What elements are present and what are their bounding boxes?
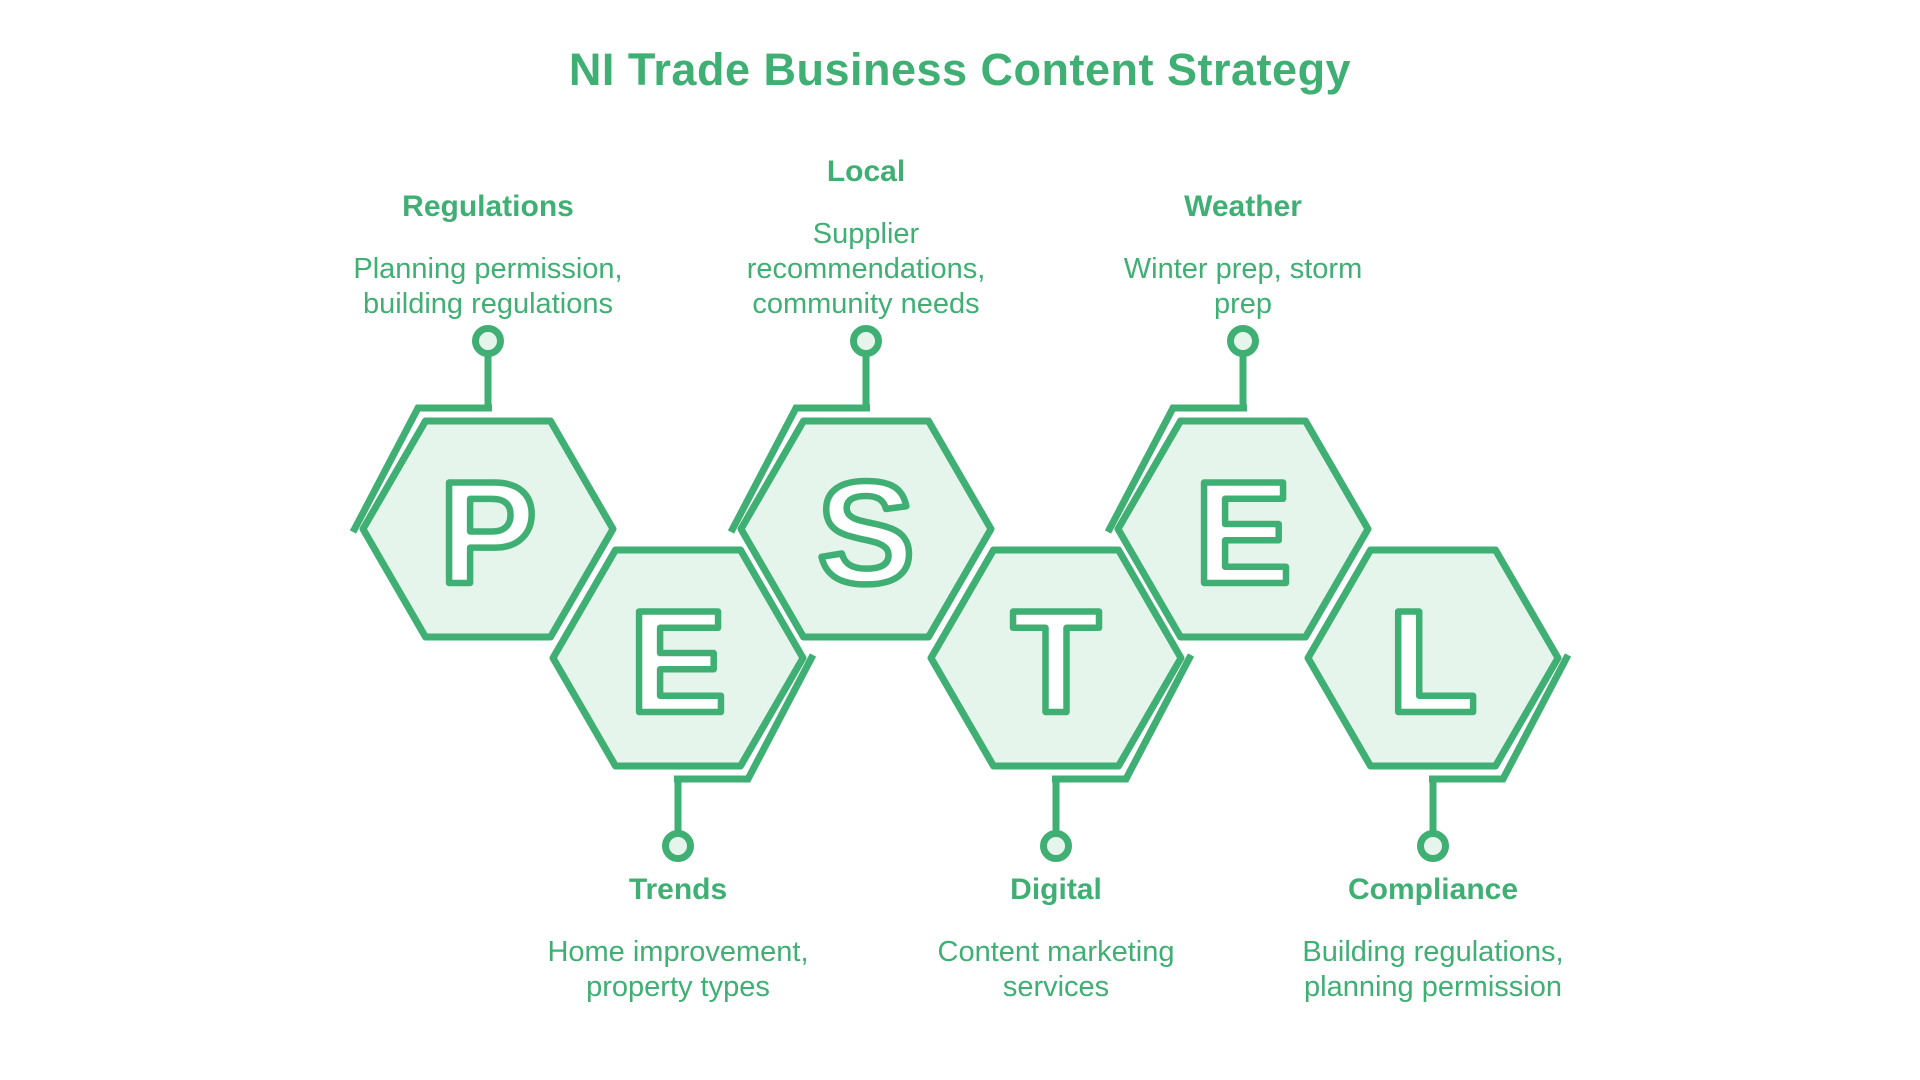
label-description-line: community needs xyxy=(752,288,980,320)
echo-outlines-layer xyxy=(349,404,1572,783)
echo-outline-social xyxy=(727,404,870,534)
label-description-line: Winter prep, storm xyxy=(1123,253,1363,285)
page-title: NI Trade Business Content Strategy xyxy=(568,44,1352,95)
label-heading-political: Regulations xyxy=(402,190,574,223)
hexagon-political xyxy=(359,417,617,641)
echo-outline-technological xyxy=(1052,653,1195,783)
hexagon-social xyxy=(737,417,995,641)
hexagon-letter-economic: E xyxy=(629,580,726,743)
hexagon-legal xyxy=(1304,546,1562,770)
connector-dot-legal xyxy=(1417,830,1449,862)
echo-outline-economic xyxy=(674,653,817,783)
label-heading-economic: Trends xyxy=(628,873,728,906)
connector-dot-political xyxy=(472,325,504,357)
hexagon-economic xyxy=(549,546,807,770)
echo-outline-legal xyxy=(1429,653,1572,783)
hexagon-letter-technological: T xyxy=(1011,580,1100,743)
label-description-legal: Building regulations,planning permission xyxy=(1243,935,1623,1005)
connector-dot-social xyxy=(850,325,882,357)
label-description-line: property types xyxy=(586,971,770,1003)
label-description-line: Planning permission, xyxy=(353,253,623,285)
label-description-line: Building regulations, xyxy=(1302,936,1564,968)
hexagon-technological xyxy=(927,546,1185,770)
label-description-political: Planning permission,building regulations xyxy=(298,252,678,322)
label-heading-legal: Compliance xyxy=(1347,873,1519,906)
label-description-line: Home improvement, xyxy=(547,936,809,968)
label-description-economic: Home improvement,property types xyxy=(488,935,868,1005)
hexagon-letter-legal: L xyxy=(1388,580,1477,743)
hexagon-letter-environmental: E xyxy=(1194,451,1291,614)
echo-outline-political xyxy=(349,404,492,534)
connectors-layer xyxy=(472,325,1449,862)
label-description-line: building regulations xyxy=(363,288,613,320)
hexagon-environmental xyxy=(1114,417,1372,641)
label-description-line: recommendations, xyxy=(746,253,986,285)
connector-dot-environmental xyxy=(1227,325,1259,357)
hexagon-letter-political: P xyxy=(439,451,536,614)
label-description-line: services xyxy=(1002,971,1110,1003)
label-heading-technological: Digital xyxy=(1010,873,1102,906)
label-description-line: Supplier xyxy=(812,218,920,250)
label-description-line: planning permission xyxy=(1304,971,1562,1003)
label-heading-social: Local xyxy=(826,155,906,188)
connector-dot-technological xyxy=(1040,830,1072,862)
label-description-line: Content marketing xyxy=(937,936,1175,968)
label-heading-environmental: Weather xyxy=(1184,190,1302,223)
hexagon-letter-social: S xyxy=(817,451,914,614)
label-description-line: prep xyxy=(1213,288,1273,320)
connector-dot-economic xyxy=(662,830,694,862)
echo-outline-environmental xyxy=(1104,404,1247,534)
hexagons-layer xyxy=(359,417,1562,770)
